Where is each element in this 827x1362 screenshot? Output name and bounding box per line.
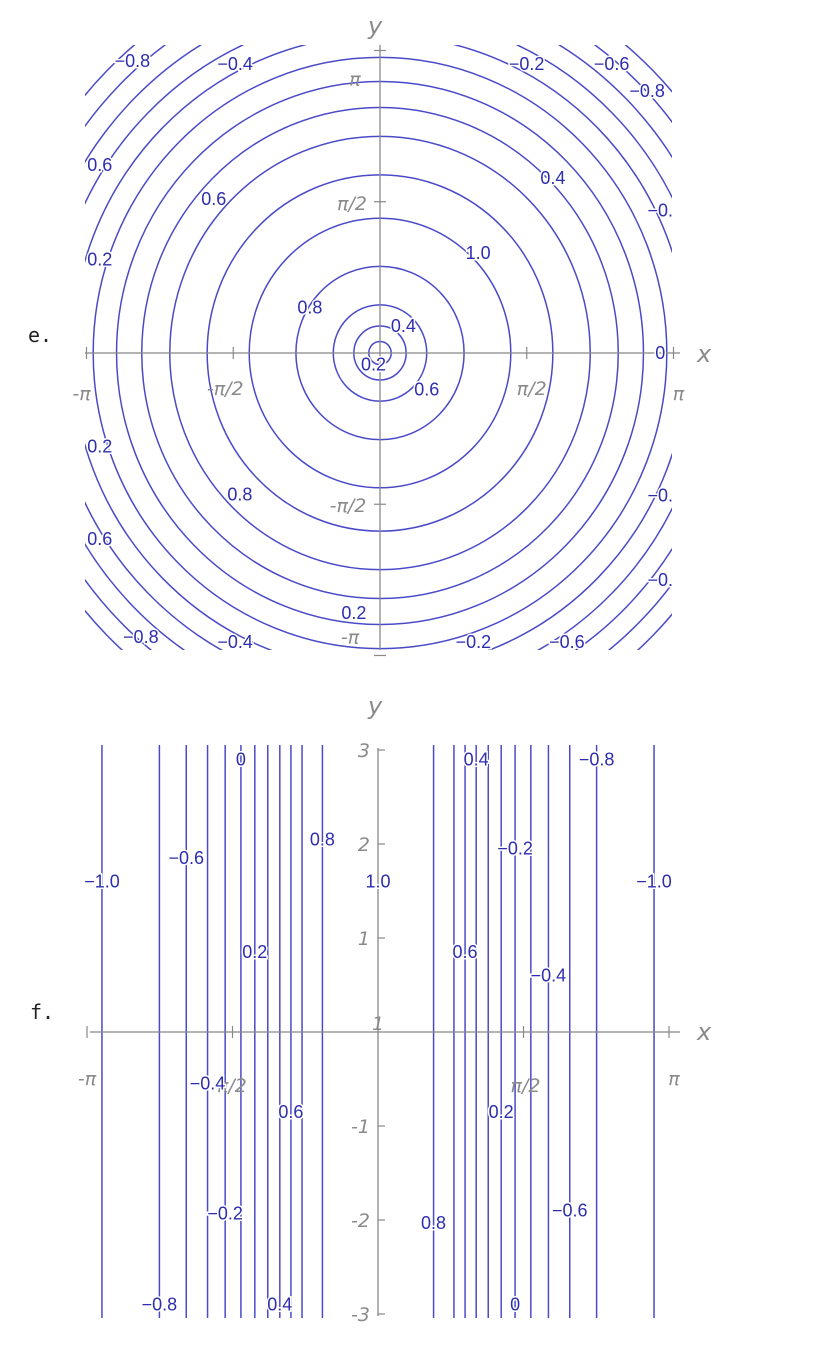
contour-label-22: −0.8 — [123, 627, 159, 647]
x-tick-label-neg-half-pi: -π/2 — [207, 378, 244, 400]
contour-label-13: 0.2 — [361, 355, 386, 375]
contour-label-17: 0.8 — [421, 1213, 446, 1233]
contour-label-0: 0 — [236, 749, 246, 769]
x-tick-label-neg-pi: -π — [78, 1068, 97, 1090]
panel-label-e: e. — [28, 323, 52, 347]
contour-label-4: −0.6 — [168, 848, 204, 868]
contour-label-5: 0.6 — [87, 155, 112, 175]
contour-label-13: 0.6 — [278, 1102, 303, 1122]
contour-label-14: 0.6 — [414, 380, 439, 400]
contour-label-21: 0.2 — [341, 603, 366, 623]
x-tick-label-neg-pi: -π — [72, 383, 91, 405]
contour-label-16: −0.6 — [552, 1201, 588, 1221]
y-tick-label-0: 3 — [358, 740, 370, 762]
contour-label-18: −0. — [648, 486, 674, 506]
contour-label-23: −0.4 — [217, 632, 253, 652]
contour-label-1: −0.4 — [217, 54, 253, 74]
origin-label: 1 — [372, 1013, 384, 1035]
contour-label-7: 1.0 — [365, 872, 390, 892]
contour-label-15: −0.2 — [207, 1203, 243, 1223]
contour-label-12: 0.4 — [391, 316, 416, 336]
y-axis-label: y — [367, 12, 383, 40]
contour-label-11: 0.8 — [297, 298, 322, 318]
y-tick-label-4: -2 — [351, 1210, 370, 1232]
contour-label-19: 0.6 — [87, 529, 112, 549]
contour-label-0: −0.8 — [115, 51, 151, 71]
contour-label-8: −1.0 — [636, 872, 672, 892]
y-tick-label-2: 1 — [358, 928, 370, 950]
contour-label-15: 0 — [655, 343, 665, 363]
x-axis-label: x — [696, 340, 712, 368]
contour-label-1: 0.4 — [464, 749, 489, 769]
y-tick-label-1: 2 — [358, 834, 370, 856]
contour-label-17: 0.8 — [227, 485, 252, 505]
panel-f-vertical-contour-plot: f. x y -π -π/2 π/2 π 3 2 1 -1 -2 -3 1 0 0.4 −0.8 0.8 −0.6 −… — [30, 692, 712, 1326]
contour-label-25: −0.6 — [549, 632, 585, 652]
x-tick-label-half-pi: π/2 — [517, 378, 547, 400]
contour-label-20: 0 — [510, 1295, 520, 1315]
x-tick-label-pi: π — [673, 383, 685, 405]
contour-label-3: −0.6 — [594, 54, 630, 74]
contour-label-20: −0. — [648, 570, 674, 590]
contour-label-14: 0.2 — [489, 1102, 514, 1122]
x-tick-label-neg-half-pi: -π/2 — [210, 1075, 247, 1097]
contour-label-3: 0.8 — [310, 829, 335, 849]
contour-label-7: 0.4 — [540, 168, 565, 188]
y-tick-label-pi: π — [349, 69, 361, 91]
contour-label-6: −1.0 — [84, 872, 120, 892]
y-axis-label: y — [367, 692, 383, 720]
x-tick-label-half-pi: π/2 — [511, 1075, 541, 1097]
y-tick-label-5: -3 — [351, 1304, 370, 1326]
contour-label-5: −0.2 — [497, 839, 533, 859]
x-axis-label: x — [696, 1018, 712, 1046]
contour-label-2: −0.8 — [579, 749, 615, 769]
contour-label-19: 0.4 — [267, 1295, 292, 1315]
contour-circle-14 — [85, 45, 672, 650]
panel-e-circular-contour-plot: e. x y -π -π/2 π/2 π π π/2 -π/2 -π −0.8 −0.4 −0.2 −0.6… — [28, 12, 712, 657]
contour-label-18: −0.8 — [142, 1295, 178, 1315]
contour-label-16: 0.2 — [87, 436, 112, 456]
contour-label-4: −0.8 — [629, 81, 665, 101]
y-tick-label-neg-pi: -π — [341, 626, 360, 648]
contour-label-24: −0.2 — [456, 632, 492, 652]
contour-label-12: −0.4 — [190, 1074, 226, 1094]
y-tick-label-half-pi: π/2 — [337, 193, 367, 215]
x-tick-label-pi: π — [668, 1068, 680, 1090]
contour-label-10: 0.6 — [453, 942, 478, 962]
contour-label-2: −0.2 — [509, 54, 545, 74]
contour-label-6: 0.6 — [201, 189, 226, 209]
y-tick-label-neg-half-pi: -π/2 — [330, 495, 367, 517]
contour-label-9: 0.2 — [87, 250, 112, 270]
panel-label-f: f. — [30, 1000, 54, 1024]
contour-label-10: 1.0 — [466, 243, 491, 263]
contour-label-11: −0.4 — [531, 966, 567, 986]
contour-label-9: 0.2 — [242, 942, 267, 962]
contour-label-8: −0. — [648, 200, 674, 220]
contour-lines — [85, 45, 672, 650]
y-tick-label-3: -1 — [351, 1116, 370, 1138]
